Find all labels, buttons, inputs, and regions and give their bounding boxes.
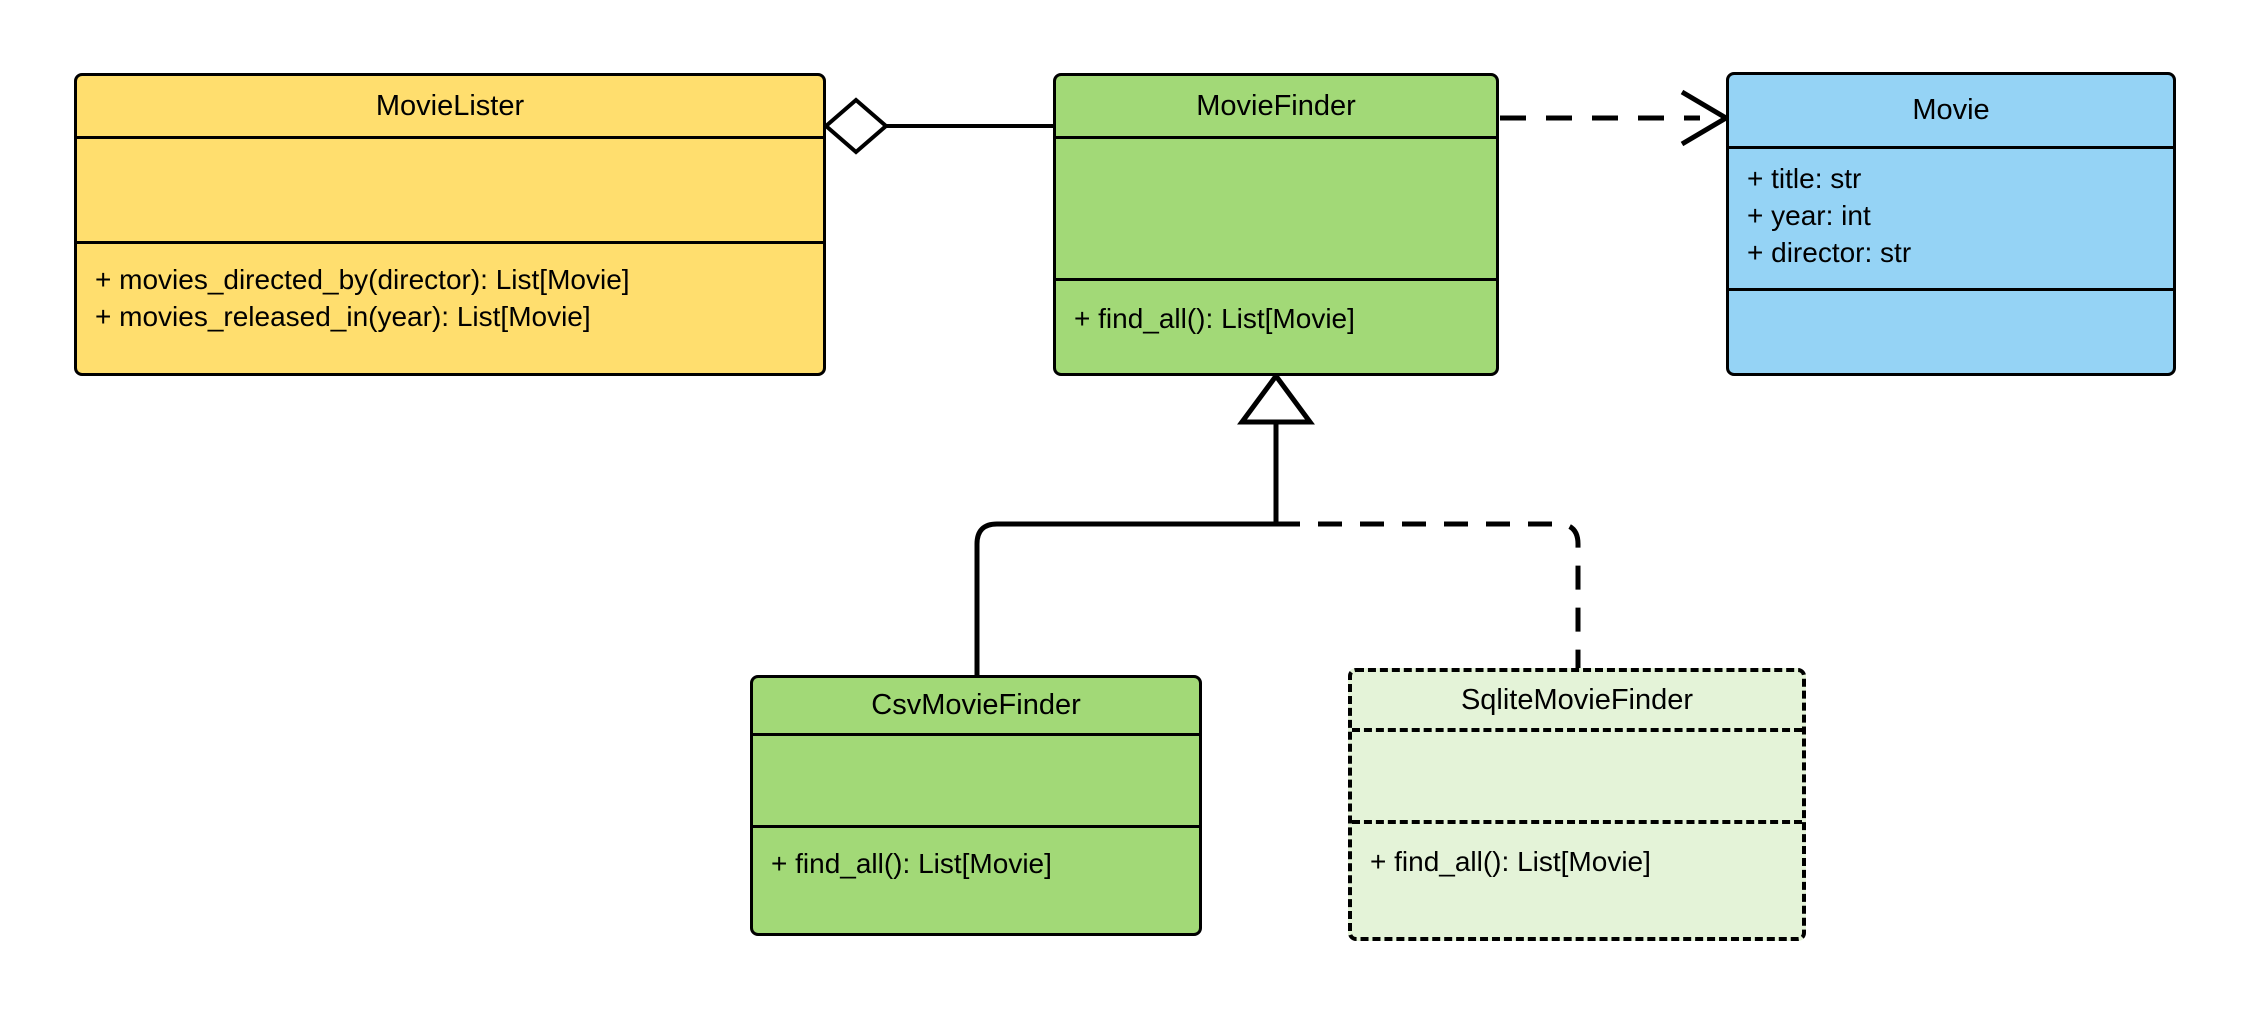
dependency-connector <box>1500 89 1731 147</box>
method-item: + find_all(): List[Movie] <box>771 848 1052 879</box>
hollow-triangle-icon <box>1237 371 1315 425</box>
class-attributes-moviefinder <box>1056 139 1496 281</box>
class-box-sqlitemoviefinder[interactable]: SqliteMovieFinder + find_all(): List[Mov… <box>1348 668 1806 941</box>
method-item: + find_all(): List[Movie] <box>1074 303 1355 334</box>
class-attributes-movielister <box>77 139 823 244</box>
method-item: + movies_released_in(year): List[Movie] <box>95 300 591 332</box>
class-name-moviefinder: MovieFinder <box>1056 76 1496 139</box>
class-box-movie[interactable]: Movie + title: str + year: int + directo… <box>1726 72 2176 376</box>
generalization-branch-sqlite <box>1276 521 1581 668</box>
class-name-csvmoviefinder: CsvMovieFinder <box>753 678 1199 736</box>
class-attributes-movie: + title: str + year: int + director: str <box>1729 149 2173 291</box>
class-methods-movielister: + movies_directed_by(director): List[Mov… <box>77 244 823 346</box>
attribute-item: + title: str <box>1747 163 1862 194</box>
class-box-csvmoviefinder[interactable]: CsvMovieFinder + find_all(): List[Movie] <box>750 675 1202 936</box>
class-attributes-sqlitemoviefinder <box>1352 732 1802 824</box>
class-attributes-csvmoviefinder <box>753 736 1199 828</box>
generalization-branch-csv <box>974 521 1276 675</box>
hollow-diamond-icon <box>822 97 890 155</box>
method-item: + movies_directed_by(director): List[Mov… <box>95 264 630 295</box>
class-box-movielister[interactable]: MovieLister + movies_directed_by(directo… <box>74 73 826 376</box>
class-name-movielister: MovieLister <box>77 76 823 139</box>
class-name-sqlitemoviefinder: SqliteMovieFinder <box>1352 672 1802 732</box>
attribute-item: + year: int <box>1747 199 1871 231</box>
generalization-connector <box>974 371 1581 675</box>
attribute-item: + director: str <box>1747 236 1912 268</box>
method-item: + find_all(): List[Movie] <box>1370 846 1651 877</box>
class-box-moviefinder[interactable]: MovieFinder + find_all(): List[Movie] <box>1053 73 1499 376</box>
class-name-movie: Movie <box>1729 75 2173 149</box>
class-methods-sqlitemoviefinder: + find_all(): List[Movie] <box>1352 824 1802 891</box>
class-methods-moviefinder: + find_all(): List[Movie] <box>1056 281 1496 348</box>
aggregation-connector <box>822 97 1053 155</box>
class-methods-csvmoviefinder: + find_all(): List[Movie] <box>753 828 1199 893</box>
